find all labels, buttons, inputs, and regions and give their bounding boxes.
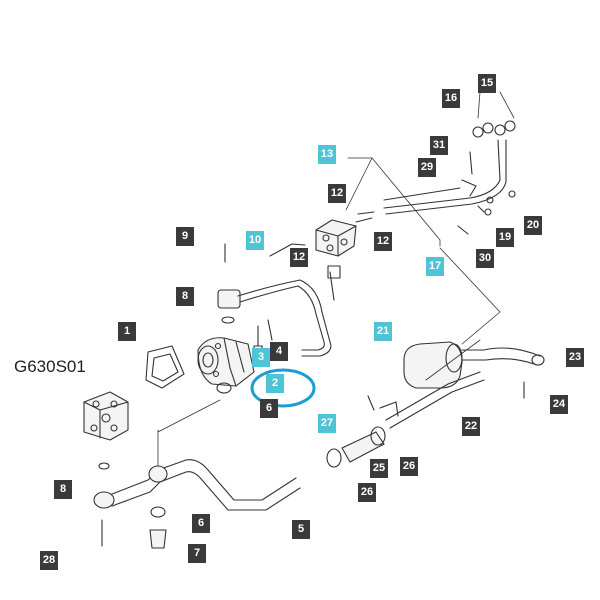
- part-label-12-left[interactable]: 12: [290, 248, 308, 267]
- pipe-22: [385, 371, 481, 421]
- part-label-25[interactable]: 25: [370, 459, 388, 478]
- diagram-code: G630S01: [14, 357, 86, 376]
- part-label-15[interactable]: 15: [478, 74, 496, 93]
- part-label-12-right[interactable]: 12: [374, 232, 392, 251]
- highlight-circle: [250, 368, 316, 408]
- part-label-8-lower[interactable]: 8: [54, 480, 72, 499]
- part-label-27[interactable]: 27: [318, 414, 336, 433]
- banjo-fitting: [217, 289, 241, 309]
- pipe-10: [237, 279, 332, 357]
- part-label-6-lower[interactable]: 6: [192, 514, 210, 533]
- hose-25: [341, 431, 385, 463]
- pipes-top-right: [383, 120, 516, 235]
- hydraulic-pump: [197, 337, 255, 387]
- suction-pipe-5: [93, 459, 301, 511]
- part-label-28[interactable]: 28: [40, 551, 58, 570]
- part-label-19[interactable]: 19: [496, 228, 514, 247]
- part-label-13[interactable]: 13: [318, 145, 336, 164]
- part-label-4[interactable]: 4: [270, 342, 288, 361]
- washer-6: [150, 506, 166, 518]
- fitting-12: [355, 217, 373, 223]
- part-label-16[interactable]: 16: [442, 89, 460, 108]
- part-label-10[interactable]: 10: [246, 231, 264, 250]
- part-label-7[interactable]: 7: [188, 544, 206, 563]
- part-label-26-right[interactable]: 26: [400, 457, 418, 476]
- part-label-2[interactable]: 2: [266, 374, 284, 393]
- part-label-22[interactable]: 22: [462, 417, 480, 436]
- part-label-17[interactable]: 17: [426, 257, 444, 276]
- control-valve: [315, 219, 357, 257]
- bolt: [267, 319, 273, 341]
- part-label-9[interactable]: 9: [176, 227, 194, 246]
- part-label-26-lower[interactable]: 26: [358, 483, 376, 502]
- part-label-12-top[interactable]: 12: [328, 184, 346, 203]
- o-ring: [221, 316, 235, 324]
- connector-12: [327, 265, 341, 279]
- part-label-1[interactable]: 1: [118, 322, 136, 341]
- drain-plug-7: [149, 529, 167, 549]
- part-label-30[interactable]: 30: [476, 249, 494, 268]
- bracket: [379, 401, 399, 417]
- pipe-23: [461, 347, 541, 357]
- part-label-31[interactable]: 31: [430, 136, 448, 155]
- clamp-26: [326, 448, 342, 468]
- o-ring-8: [98, 462, 110, 470]
- gasket: [145, 345, 185, 389]
- part-label-21[interactable]: 21: [374, 322, 392, 341]
- part-label-6-upper[interactable]: 6: [260, 399, 278, 418]
- part-label-8-upper[interactable]: 8: [176, 287, 194, 306]
- o-ring-6: [216, 382, 232, 394]
- pump-housing: [83, 391, 129, 441]
- part-label-29[interactable]: 29: [418, 158, 436, 177]
- part-label-20[interactable]: 20: [524, 216, 542, 235]
- part-label-23[interactable]: 23: [566, 348, 584, 367]
- part-label-24[interactable]: 24: [550, 395, 568, 414]
- part-label-5[interactable]: 5: [292, 520, 310, 539]
- filter-canister: [403, 341, 463, 389]
- part-label-3[interactable]: 3: [252, 348, 270, 367]
